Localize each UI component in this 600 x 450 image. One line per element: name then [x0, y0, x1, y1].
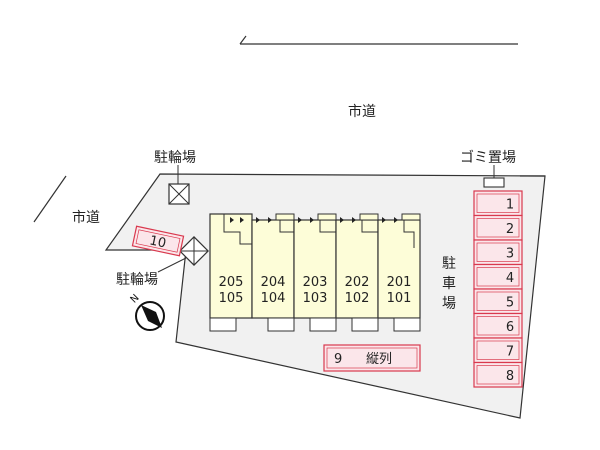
- road-label-top: 市道: [348, 103, 376, 120]
- bike-parking-left-box: [179, 236, 209, 266]
- parking-slot-2: 2: [473, 214, 523, 241]
- parking-label-char: 場: [442, 296, 456, 312]
- unit-number-lower: 102: [345, 291, 370, 306]
- parking-slot-6: 6: [473, 312, 523, 339]
- parking-slot-number: 2: [506, 222, 514, 237]
- svg-text:10: 10: [148, 233, 167, 251]
- road-top-line-tick: [239, 35, 247, 45]
- unit-number-lower: 104: [261, 291, 286, 306]
- bike-parking-left-leader: [157, 257, 187, 273]
- parking-slot-number: 5: [506, 295, 514, 310]
- unit-number-upper: 204: [261, 275, 286, 290]
- building-unit-4: 202 102: [335, 213, 379, 332]
- building: 205 105 204 104 203 103 202 102: [209, 213, 421, 332]
- garbage-box: [483, 177, 505, 188]
- entrance-arrows: [230, 217, 398, 223]
- bike-parking-label-left: 駐輪場: [116, 271, 158, 288]
- parking-slot-10: 10: [131, 225, 185, 257]
- parking-slot-8: 8: [473, 361, 523, 388]
- bike-parking-label-top: 駐輪場: [154, 149, 196, 166]
- bike-parking-top-box: [168, 183, 190, 205]
- north-label: N: [129, 293, 142, 306]
- building-unit-3: 203 103: [293, 213, 337, 332]
- unit-number-upper: 205: [219, 275, 244, 290]
- parking-slot-5: 5: [473, 288, 523, 315]
- unit-number-lower: 105: [219, 291, 244, 306]
- north-arrow: N: [129, 293, 165, 331]
- parking-slot-number: 1: [506, 197, 514, 212]
- unit-number-upper: 203: [303, 275, 328, 290]
- unit-number-upper: 201: [387, 275, 412, 290]
- road-left-line: [33, 175, 67, 223]
- building-unit-5: 201 101: [377, 213, 421, 332]
- unit-number-lower: 101: [387, 291, 412, 306]
- parking-slot-3: 3: [473, 239, 523, 266]
- building-unit-2: 204 104: [251, 213, 295, 332]
- unit-number-lower: 103: [303, 291, 328, 306]
- slot-9-number: 9: [334, 352, 342, 367]
- building-unit-1: 205 105: [209, 213, 253, 332]
- parking-slot-number: 6: [506, 320, 514, 335]
- garbage-label: ゴミ置場: [460, 149, 516, 166]
- parking-slot-number: 4: [506, 271, 514, 286]
- parking-slot-7: 7: [473, 337, 523, 364]
- parking-slot-number: 3: [506, 246, 514, 261]
- parking-slot-4: 4: [473, 263, 523, 290]
- parking-slot-9: 9 縦列: [323, 344, 421, 372]
- road-label-left: 市道: [72, 209, 100, 226]
- parking-slots: 1 2 3 4 5 6 7 8: [473, 190, 523, 388]
- parking-slot-number: 8: [506, 369, 514, 384]
- parking-slot-number: 7: [506, 344, 514, 359]
- slot-9-note: 縦列: [366, 352, 392, 367]
- parking-label-char: 車: [442, 275, 456, 292]
- parking-label-char: 駐: [442, 256, 456, 272]
- unit-number-upper: 202: [345, 275, 370, 290]
- parking-slot-1: 1: [473, 190, 523, 217]
